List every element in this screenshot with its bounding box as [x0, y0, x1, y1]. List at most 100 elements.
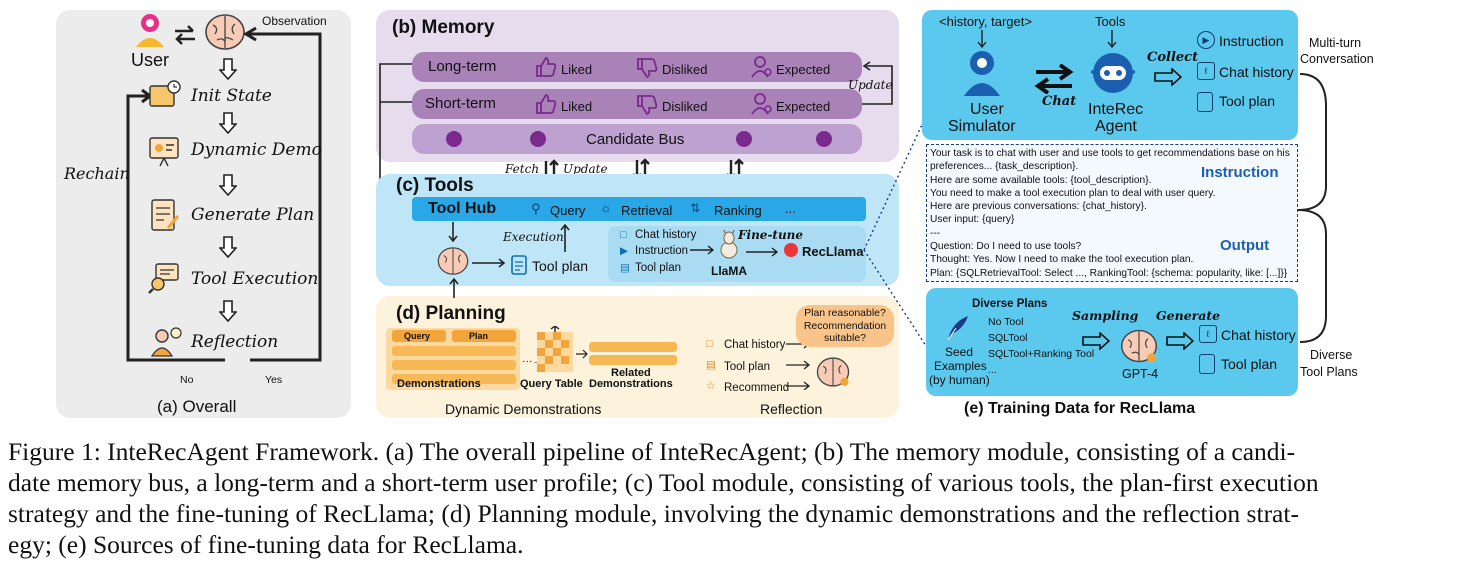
expected-label: Expected	[776, 99, 831, 114]
down-arrow-icon	[219, 174, 237, 196]
step-label-reflection: Reflection	[191, 332, 279, 352]
tool-plan-label: Tool plan	[532, 258, 589, 274]
reflection-icon	[150, 327, 182, 357]
tool-retrieval-label: Retrieval	[621, 203, 673, 218]
caption-line: Figure 1: InteRecAgent Framework. (a) Th…	[8, 437, 1296, 466]
long-term-bar	[412, 52, 862, 82]
yes-label: Yes	[265, 374, 283, 386]
down-arrow-icon	[219, 236, 237, 258]
chat-exchange-icon	[1034, 64, 1074, 94]
brain-to-plan-arrow	[472, 258, 506, 268]
gen-tool-plan-label: Tool plan	[1221, 356, 1278, 372]
refl-recommend-label: Recommend	[724, 382, 790, 394]
out-tool-plan-label: Tool plan	[1219, 93, 1276, 109]
disliked-label: Disliked	[662, 99, 708, 114]
tool-hub-bar	[412, 197, 866, 221]
tool-query-label: Query	[550, 203, 586, 218]
sampling-label: Sampling	[1072, 308, 1139, 323]
refl-chat-history-label: Chat history	[724, 339, 786, 351]
query-table-grid	[537, 326, 573, 372]
thumbs-down-icon	[637, 95, 658, 116]
out-tool-plan-icon	[1197, 92, 1213, 112]
step-label-generate-plan: Generate Plan	[191, 205, 315, 225]
ft-chat-history-label: Chat history	[635, 229, 697, 241]
prompt-line: Here are previous conversations: {chat_h…	[930, 201, 1147, 213]
prompt-line: Your task is to chat with user and use t…	[930, 148, 1290, 159]
candidate-bus-dots	[446, 131, 832, 147]
long-term-label: Long-term	[428, 58, 497, 75]
hub-down-arrow	[448, 222, 458, 243]
recllama-dotted-connector	[863, 115, 927, 347]
user-label: User	[131, 50, 170, 70]
history-down-arrow	[977, 30, 987, 49]
refl-recommend-icon: ☆	[706, 380, 716, 392]
tools-down-arrow	[1107, 30, 1117, 49]
finetune-arrow	[746, 247, 779, 257]
llama-icon	[720, 230, 738, 259]
update-label: Update	[848, 78, 893, 92]
diverse-label-2: Tool Plans	[1300, 365, 1358, 379]
agent-label-2: Agent	[1095, 118, 1137, 135]
planning-title: (d) Planning	[396, 303, 506, 324]
tool-more-label: ...	[785, 201, 796, 216]
generate-plan-icon	[151, 199, 180, 231]
prompt-line: ---	[930, 227, 941, 239]
plan-item: No Tool	[988, 316, 1024, 328]
step-label-dynamic-demo: Dynamic Demo	[191, 140, 322, 160]
llama-label: LlaMA	[711, 264, 747, 278]
demo-plan-col: Plan	[469, 331, 489, 341]
brain-icon	[437, 247, 469, 275]
related-demos-rows	[589, 342, 677, 365]
demonstrations-rows	[392, 330, 516, 384]
execution-up-arrow	[560, 223, 570, 252]
user-simulator-label-2: Simulator	[948, 118, 1016, 135]
ft-instruction-label: Instruction	[635, 245, 689, 257]
step-label-tool-execution: Tool Execution	[191, 269, 319, 289]
step-label-init-state: Init State	[191, 86, 272, 106]
ft-chat-history-icon: □	[620, 229, 627, 241]
refl-chat-history-icon: □	[706, 338, 713, 350]
plan-item: ...	[988, 364, 997, 376]
out-instruction-label: Instruction	[1219, 33, 1284, 49]
robot-agent-icon	[1091, 53, 1135, 93]
query-to-related-arrow	[576, 349, 588, 359]
tool-retrieval-icon: ☼	[600, 200, 612, 215]
observation-label: Observation	[262, 14, 327, 28]
brain-icon	[205, 14, 245, 50]
out-chat-history-label: Chat history	[1219, 64, 1294, 80]
expected-person-icon	[751, 56, 772, 78]
seed-label-1: Seed	[945, 345, 974, 359]
brain-icon	[816, 357, 850, 387]
related-demos-label: Demonstrations	[589, 378, 673, 390]
tools-title: (c) Tools	[396, 175, 474, 196]
plan-item: SQLTool	[988, 332, 1028, 344]
fetch-label: Fetch	[505, 162, 540, 176]
init-state-icon	[149, 80, 181, 107]
collect-arrow-icon	[1154, 68, 1182, 86]
query-table-label: Query Table	[520, 378, 583, 390]
liked-label: Liked	[561, 62, 593, 77]
candidate-bus-bar	[412, 124, 862, 154]
prompt-line: Plan: {SQLRetrievalTool: Select ..., Ran…	[930, 267, 1288, 279]
seed-label-2: Examples	[934, 359, 987, 373]
prompt-box	[926, 144, 1298, 282]
dynamic-demo-icon	[149, 137, 179, 167]
down-arrow-icon	[219, 112, 237, 134]
prompt-line: Here are some available tools: {tool_des…	[930, 174, 1152, 186]
user-simulator-label-1: User	[970, 101, 1004, 118]
related-label: Related	[611, 367, 651, 379]
brain-icon	[1121, 329, 1157, 363]
expected-person-icon	[751, 93, 772, 115]
agent-label-1: InteRec	[1088, 101, 1144, 118]
tools-up-arrow	[449, 277, 459, 298]
thumbs-up-icon	[536, 56, 557, 77]
figure-caption: Figure 1: InteRecAgent Framework. (a) Th…	[8, 436, 1458, 560]
memory-title: (b) Memory	[392, 17, 495, 38]
update-loop	[862, 61, 893, 105]
rechain-label: Rechain	[64, 164, 130, 183]
exchange-arrows-icon	[175, 25, 195, 45]
user-icon	[136, 14, 164, 47]
execution-label: Execution	[503, 230, 564, 244]
generate-arrow-icon	[1166, 332, 1194, 350]
demonstrations-label: Demonstrations	[397, 378, 481, 390]
